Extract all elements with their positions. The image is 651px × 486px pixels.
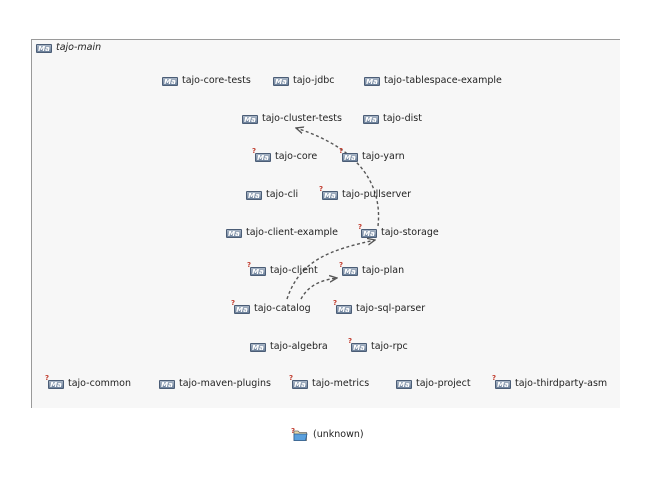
- maven-module-icon: Ma: [246, 190, 263, 201]
- maven-module-unresolved-icon: ?Ma: [348, 337, 368, 353]
- maven-module-icon: Ma: [242, 114, 259, 125]
- maven-module-icon: Ma: [159, 379, 176, 390]
- module-label: tajo-storage: [381, 227, 439, 238]
- module-label: tajo-plan: [362, 265, 405, 276]
- maven-module-icon: Ma: [226, 228, 243, 239]
- module-node[interactable]: Ma tajo-client-example: [226, 227, 338, 239]
- module-label: tajo-rpc: [371, 341, 408, 352]
- folder-icon: ?: [291, 427, 309, 441]
- module-node[interactable]: ?Ma tajo-plan: [339, 261, 405, 277]
- module-node[interactable]: ?Ma tajo-client: [247, 261, 318, 277]
- module-label: tajo-maven-plugins: [179, 378, 271, 389]
- maven-module-icon: Ma: [250, 342, 267, 353]
- module-node[interactable]: ?Ma tajo-pullserver: [319, 185, 412, 201]
- container-title-label: tajo-main: [56, 42, 102, 53]
- svg-text:?: ?: [291, 427, 295, 435]
- maven-module-unresolved-icon: ?Ma: [358, 223, 378, 239]
- module-label: tajo-pullserver: [342, 189, 412, 200]
- unknown-label: (unknown): [313, 428, 364, 440]
- module-node[interactable]: Ma tajo-algebra: [250, 341, 328, 353]
- module-node[interactable]: ?Ma tajo-core: [252, 147, 318, 163]
- module-label: tajo-cli: [266, 189, 299, 200]
- module-label: tajo-tablespace-example: [384, 75, 502, 86]
- module-node[interactable]: Ma tajo-maven-plugins: [159, 378, 271, 390]
- maven-module-unresolved-icon: ?Ma: [231, 299, 251, 315]
- module-label: tajo-yarn: [362, 151, 405, 162]
- module-node[interactable]: Ma tajo-dist: [363, 113, 422, 125]
- module-label: tajo-project: [416, 378, 471, 389]
- maven-module-unresolved-icon: ?Ma: [247, 261, 267, 277]
- maven-module-unresolved-icon: ?Ma: [339, 147, 359, 163]
- module-label: tajo-common: [68, 378, 131, 389]
- module-label: tajo-core: [275, 151, 318, 162]
- maven-module-icon: Ma: [396, 379, 413, 390]
- maven-module-unresolved-icon: ?Ma: [339, 261, 359, 277]
- maven-module-icon: Ma: [364, 76, 381, 87]
- maven-module-unresolved-icon: ?Ma: [319, 185, 339, 201]
- maven-module-icon: Ma: [162, 76, 179, 87]
- module-node[interactable]: ?Ma tajo-catalog: [231, 299, 311, 315]
- module-node[interactable]: ?Ma tajo-storage: [358, 223, 439, 239]
- module-label: tajo-client-example: [246, 227, 339, 238]
- module-label: tajo-jdbc: [293, 75, 335, 86]
- module-node[interactable]: Ma tajo-tablespace-example: [364, 75, 502, 87]
- module-node[interactable]: Ma tajo-core-tests: [162, 75, 251, 87]
- module-label: tajo-metrics: [312, 378, 370, 389]
- module-label: tajo-thirdparty-asm: [515, 378, 608, 389]
- module-label: tajo-algebra: [270, 341, 328, 352]
- maven-module-icon: Ma: [273, 76, 290, 87]
- module-label: tajo-core-tests: [182, 75, 251, 86]
- container-title[interactable]: Ma tajo-main: [36, 42, 101, 54]
- module-label: tajo-dist: [383, 113, 422, 124]
- module-node[interactable]: Ma tajo-project: [396, 378, 471, 390]
- unknown-node[interactable]: ? (unknown): [291, 427, 364, 441]
- module-node[interactable]: ?Ma tajo-common: [45, 374, 131, 390]
- module-label: tajo-cluster-tests: [262, 113, 342, 124]
- maven-module-icon: Ma: [363, 114, 380, 125]
- module-node[interactable]: ?Ma tajo-thirdparty-asm: [492, 374, 608, 390]
- module-node[interactable]: Ma tajo-jdbc: [273, 75, 335, 87]
- maven-module-unresolved-icon: ?Ma: [492, 374, 512, 390]
- module-node[interactable]: ?Ma tajo-yarn: [339, 147, 405, 163]
- module-label: tajo-catalog: [254, 303, 311, 314]
- module-node[interactable]: ?Ma tajo-metrics: [289, 374, 370, 390]
- module-node[interactable]: ?Ma tajo-sql-parser: [333, 299, 426, 315]
- module-node[interactable]: ?Ma tajo-rpc: [348, 337, 408, 353]
- maven-module-unresolved-icon: ?Ma: [252, 147, 272, 163]
- maven-module-icon: Ma: [36, 43, 53, 54]
- maven-module-unresolved-icon: ?Ma: [289, 374, 309, 390]
- module-node[interactable]: Ma tajo-cluster-tests: [242, 113, 342, 125]
- module-label: tajo-sql-parser: [356, 303, 426, 314]
- maven-module-unresolved-icon: ?Ma: [45, 374, 65, 390]
- module-node[interactable]: Ma tajo-cli: [246, 189, 298, 201]
- maven-module-unresolved-icon: ?Ma: [333, 299, 353, 315]
- module-label: tajo-client: [270, 265, 318, 276]
